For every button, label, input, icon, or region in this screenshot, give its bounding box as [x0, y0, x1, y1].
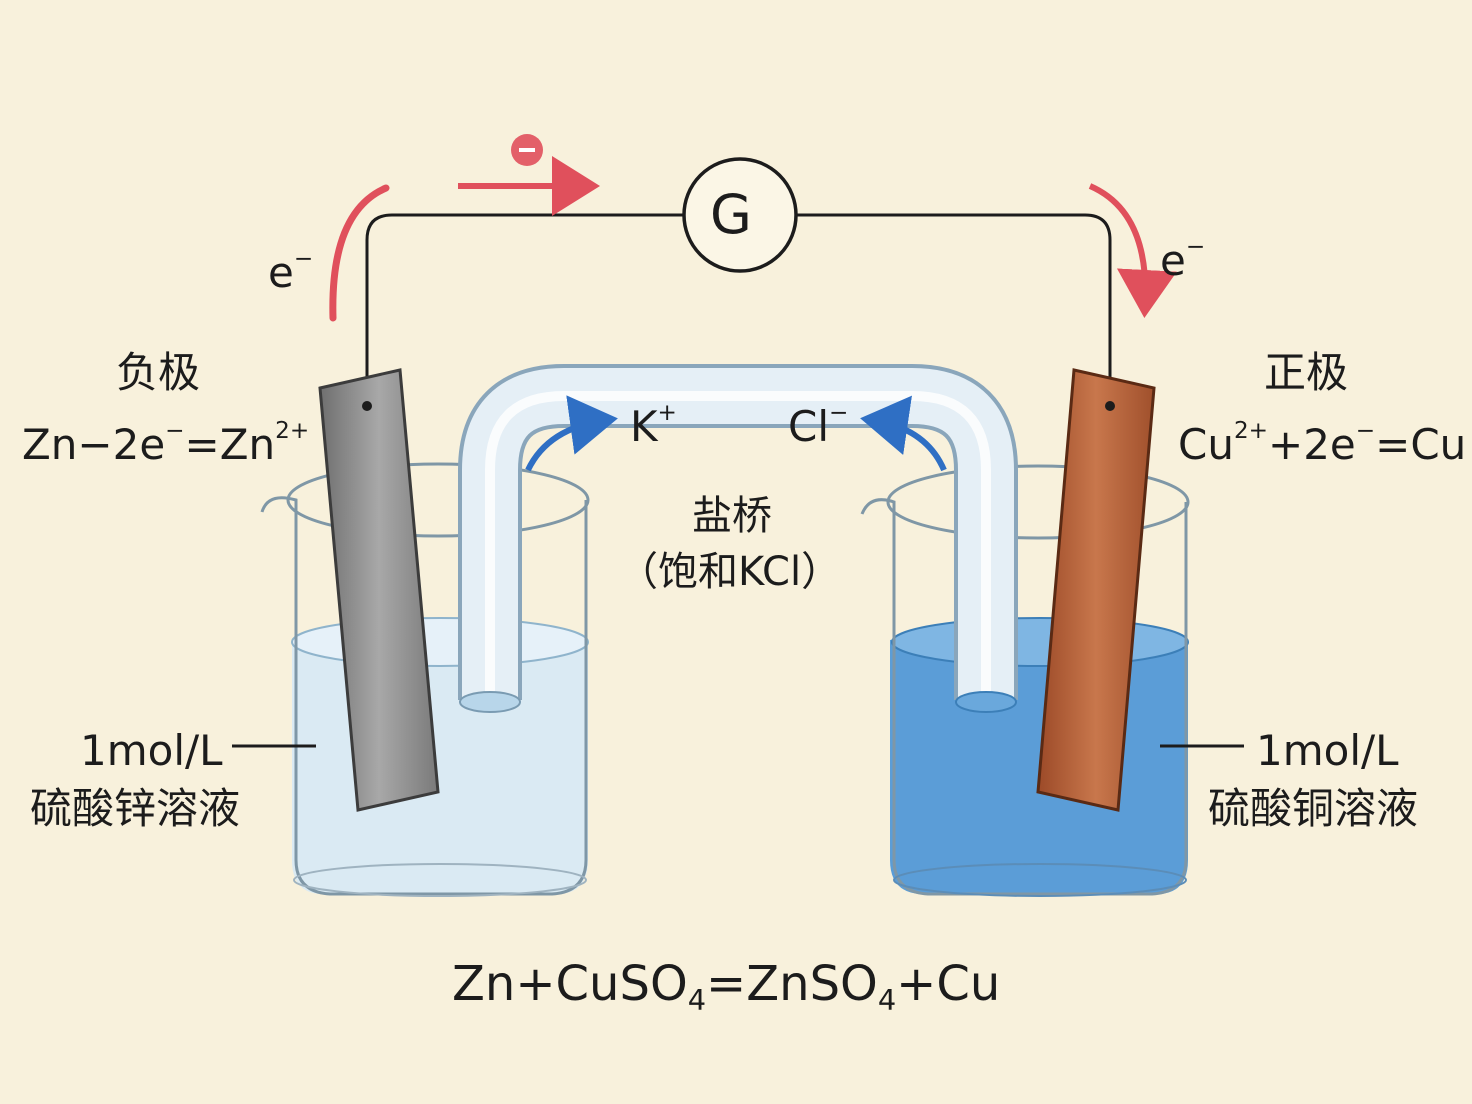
k-ion-charge: + [657, 400, 677, 427]
cathode-op-plus: + [1268, 420, 1304, 469]
salt-bridge-subtitle: （饱和KCl） [618, 549, 842, 595]
anode-product: Zn [219, 420, 276, 469]
overall-equation: Zn+CuSO4=ZnSO4+Cu [452, 960, 1000, 1014]
cl-ion-charge: − [829, 400, 849, 427]
eq-reactant-zn: Zn [452, 956, 516, 1012]
cuso4-surface [891, 617, 1189, 667]
cl-ion-arrow [860, 395, 947, 472]
cl-ion-label: Cl− [788, 402, 848, 448]
eq-reactant-cuso4: CuSO [555, 956, 688, 1012]
anode-title: 负极 [116, 348, 201, 397]
beaker-left-base [293, 863, 587, 897]
salt-bridge-end-right [955, 691, 1017, 713]
galvanometer [682, 157, 798, 273]
cuso4-concentration: 1mol/L [1256, 726, 1399, 775]
cathode-op-equals: = [1375, 420, 1411, 469]
copper-plate [1036, 368, 1156, 812]
cathode-title: 正极 [1264, 348, 1349, 397]
cl-ion-symbol: Cl [788, 402, 829, 451]
salt-bridge-tube-highlight [485, 391, 991, 700]
znso4-concentration: 1mol/L [80, 726, 223, 775]
znso4-surface [291, 617, 589, 667]
salt-bridge [458, 364, 1018, 713]
eq-sub-4: 4 [877, 983, 897, 1018]
salt-bridge-end-left [459, 691, 521, 713]
electron-label-right: e− [1160, 236, 1205, 282]
salt-bridge-title: 盐桥 [692, 493, 772, 539]
beaker-left-rim [286, 462, 590, 538]
eq-sub-4: 4 [687, 983, 707, 1018]
electron-arrow-right-curve [1088, 183, 1177, 318]
k-ion-label: K+ [630, 402, 677, 448]
k-ion-symbol: K [630, 402, 658, 451]
zinc-plate [318, 368, 440, 812]
electron-symbol: e [268, 248, 294, 297]
anode-electrons: 2e [112, 420, 166, 469]
anode-op-minus: − [77, 420, 113, 469]
cathode-product: Cu [1410, 420, 1467, 469]
cuso4-name: 硫酸铜溶液 [1208, 784, 1419, 833]
eq-product-cu: Cu [936, 956, 1001, 1012]
electron-badge-minus-icon [519, 148, 535, 152]
cathode-reactant: Cu [1178, 420, 1234, 469]
external-wire-left [365, 213, 684, 405]
k-ion-arrow [525, 395, 618, 472]
zinc-electrode [318, 368, 440, 812]
anode-half-reaction: Zn−2e−=Zn2+ [22, 420, 309, 466]
electron-label-left: e− [268, 248, 313, 294]
galvanometer-label: G [710, 183, 752, 246]
cathode-reactant-charge: 2+ [1233, 418, 1268, 445]
anode-electron-charge: − [165, 418, 185, 445]
cathode-half-reaction: Cu2++2e−=Cu [1178, 420, 1466, 466]
electron-charge: − [293, 246, 314, 273]
znso4-name: 硫酸锌溶液 [30, 784, 241, 833]
copper-terminal [1105, 401, 1115, 411]
electron-arrow-left-curve [329, 184, 390, 322]
copper-electrode [1036, 368, 1156, 812]
zinc-terminal [362, 401, 372, 411]
beaker-right-base [893, 863, 1187, 897]
anode-product-charge: 2+ [275, 418, 310, 445]
electron-symbol: e [1160, 236, 1186, 285]
cathode-electron-charge: − [1355, 418, 1376, 445]
beaker-right-rim [886, 464, 1190, 540]
external-wire-right [796, 213, 1112, 405]
eq-product-znso4: ZnSO [746, 956, 878, 1012]
eq-plus: + [515, 956, 556, 1012]
eq-equals: = [706, 956, 747, 1012]
electron-charge: − [1185, 234, 1206, 261]
anode-op-equals: = [184, 420, 220, 469]
anode-reactant: Zn [22, 420, 78, 469]
eq-plus: + [896, 956, 937, 1012]
cathode-electrons: 2e [1303, 420, 1356, 469]
